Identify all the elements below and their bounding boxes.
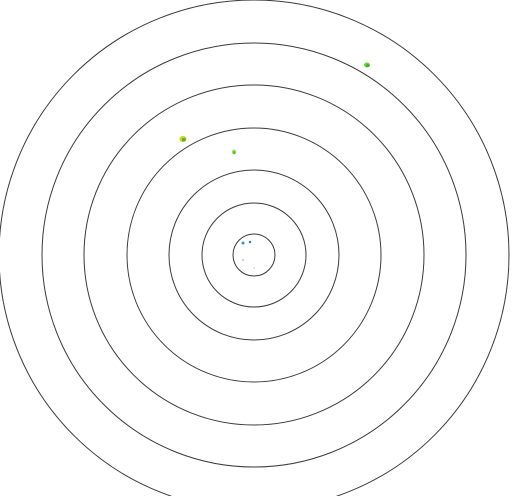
green-marker-top-right <box>364 62 370 68</box>
target-ring-1 <box>232 233 276 277</box>
target-ring-6 <box>41 42 467 468</box>
target-ring-2 <box>201 202 307 308</box>
target-ring-5 <box>83 84 425 426</box>
target-ring-4 <box>126 127 382 383</box>
green-marker-middle <box>232 149 236 155</box>
blue-marker-center-b <box>248 240 252 244</box>
yellow-green-marker-left <box>179 136 187 142</box>
blue-marker-center-a-shade <box>242 242 245 245</box>
faint-marker-center-d-shade <box>253 267 255 269</box>
faint-marker-center-d <box>253 267 255 269</box>
blue-marker-center-a <box>241 241 245 245</box>
green-marker-middle-shade <box>233 151 236 155</box>
green-marker-top-right-shade <box>366 64 370 67</box>
faint-marker-center-c-shade <box>242 259 244 261</box>
yellow-green-marker-left-shade <box>181 138 186 142</box>
faint-marker-center-c <box>242 259 244 261</box>
target-ring-3 <box>168 169 340 341</box>
blue-marker-center-b-shade <box>249 241 251 243</box>
target-markers <box>179 62 370 269</box>
